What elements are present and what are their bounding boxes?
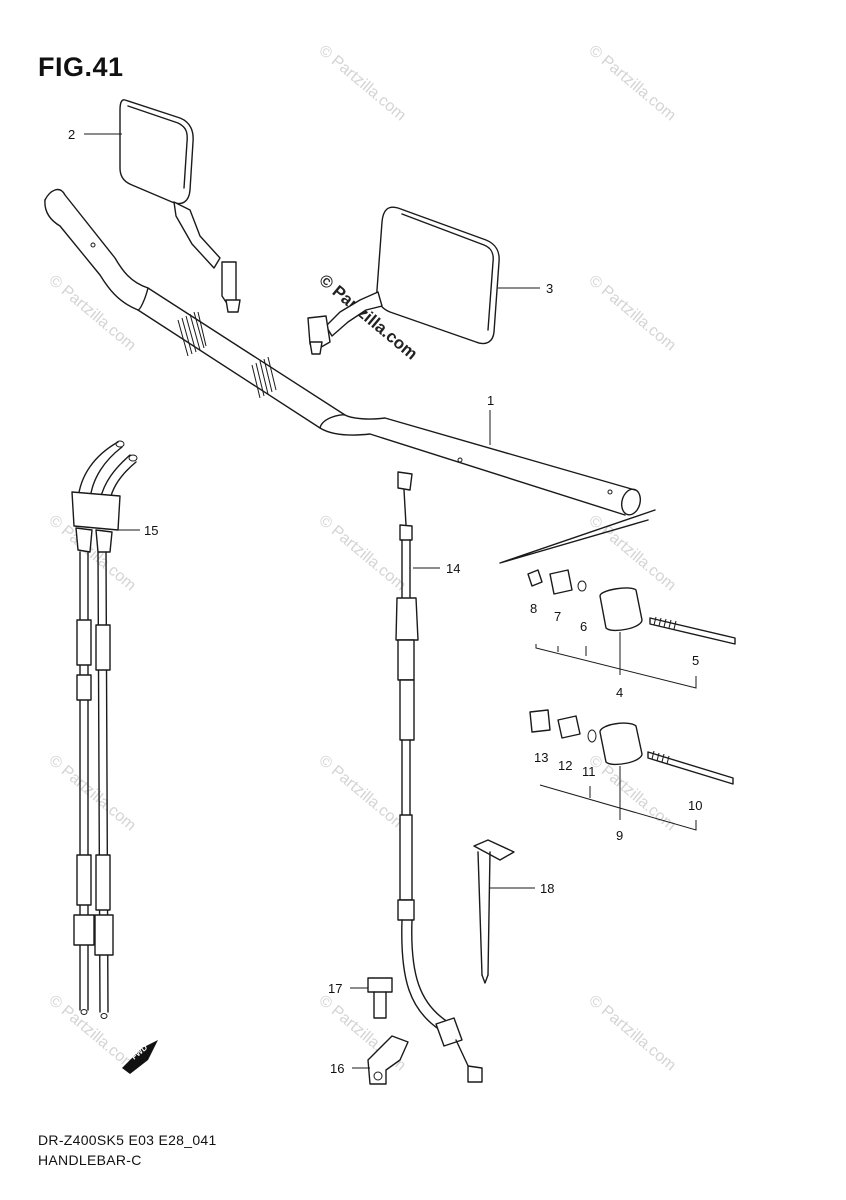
watermark: © Partzilla.com: [315, 512, 409, 594]
model-code: DR-Z400SK5 E03 E28_041: [38, 1132, 217, 1148]
callout-4: 4: [616, 685, 623, 700]
watermark: © Partzilla.com: [585, 272, 679, 354]
callout-10: 10: [688, 798, 702, 813]
clamp-part-16: [367, 1035, 409, 1085]
callout-12: 12: [558, 758, 572, 773]
watermark: © Partzilla.com: [585, 42, 679, 124]
section-name: HANDLEBAR-C: [38, 1152, 142, 1168]
throttle-cables-part-15: [71, 440, 138, 1019]
watermark: © Partzilla.com: [45, 992, 139, 1074]
callout-7: 7: [554, 609, 561, 624]
callout-2: 2: [68, 127, 75, 142]
callout-8: 8: [530, 601, 537, 616]
callout-17: 17: [328, 981, 342, 996]
callout-14: 14: [446, 561, 460, 576]
bar-end-assembly-upper: [499, 509, 736, 645]
callout-18: 18: [540, 881, 554, 896]
callout-15: 15: [144, 523, 158, 538]
mirror-right-part-3: [307, 206, 500, 355]
watermark: © Partzilla.com: [585, 752, 679, 834]
callout-1: 1: [487, 393, 494, 408]
leader-lines: [84, 133, 697, 1069]
callout-16: 16: [330, 1061, 344, 1076]
bar-end-assembly-lower: [529, 709, 734, 785]
watermark: © Partzilla.com: [315, 42, 409, 124]
callout-3: 3: [546, 281, 553, 296]
cable-tie-part-18: [473, 839, 515, 984]
watermark: © Partzilla.com: [45, 752, 139, 834]
callout-numbers: 2 3 1 15 14 8 7 6 5 4 13 12 11 10 9 18 1…: [68, 127, 702, 1076]
watermark: © Partzilla.com: [45, 272, 139, 354]
watermark-layer: © Partzilla.com © Partzilla.com © Partzi…: [45, 42, 679, 1074]
callout-13: 13: [534, 750, 548, 765]
callout-11: 11: [582, 764, 596, 779]
watermark: © Partzilla.com: [585, 992, 679, 1074]
figure-title: FIG.41: [38, 52, 124, 82]
handlebar-part-1: [44, 188, 642, 516]
mirror-left-part-2: [119, 99, 241, 313]
watermark: © Partzilla.com: [315, 752, 409, 834]
clutch-cable-part-14: [395, 471, 483, 1083]
callout-5: 5: [692, 653, 699, 668]
bolt-part-17: [367, 977, 393, 1019]
callout-6: 6: [580, 619, 587, 634]
callout-9: 9: [616, 828, 623, 843]
